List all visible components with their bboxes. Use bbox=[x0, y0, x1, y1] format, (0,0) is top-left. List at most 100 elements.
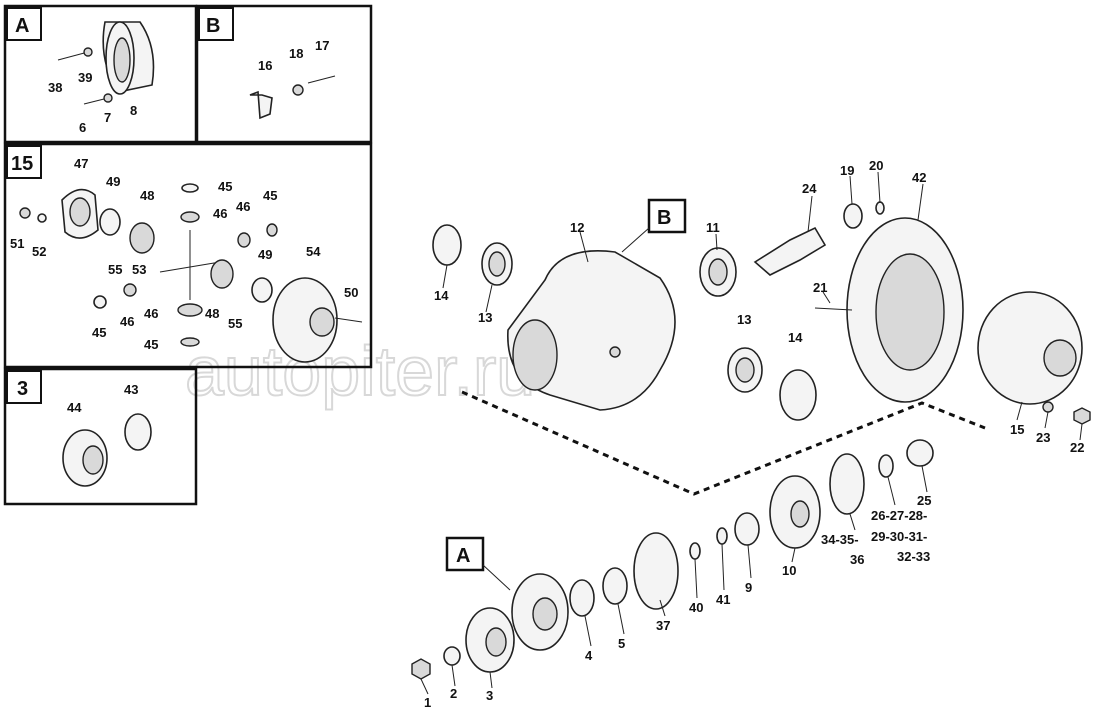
panel-b-label: 18 bbox=[289, 46, 303, 61]
main-label: 14 bbox=[788, 330, 803, 345]
bearing-cage-icon bbox=[769, 475, 821, 549]
panel-15-tag-box bbox=[6, 145, 42, 179]
panel-a-tag-box bbox=[6, 7, 42, 41]
snap-ring-icon bbox=[716, 527, 728, 545]
panel-15-label: 49 bbox=[106, 174, 120, 189]
watermark-text: autopiter.ru bbox=[185, 332, 535, 410]
main-label: 29-30-31- bbox=[871, 529, 927, 544]
bolt-icon bbox=[57, 47, 113, 105]
spider-icon bbox=[159, 230, 221, 300]
main-label: 23 bbox=[1036, 430, 1050, 445]
main-label: 13 bbox=[737, 312, 751, 327]
panel-a-tag: A bbox=[15, 15, 29, 37]
panel-15: 15 47 49 48 45 46 bbox=[3, 142, 373, 369]
nut-icon bbox=[411, 658, 431, 680]
leader-lines bbox=[420, 171, 1083, 695]
main-label: 22 bbox=[1070, 440, 1084, 455]
callout-b: B bbox=[621, 198, 687, 253]
washer-icon bbox=[93, 295, 107, 309]
pinion-gear-icon bbox=[237, 232, 251, 248]
bearing-bore bbox=[488, 251, 506, 277]
panel-15-label: 45 bbox=[263, 188, 277, 203]
main-label: 19 bbox=[840, 163, 854, 178]
panel-a-label: 6 bbox=[79, 120, 86, 135]
main-label: 11 bbox=[706, 220, 720, 235]
main-label: 1 bbox=[424, 695, 431, 710]
seal-icon bbox=[602, 567, 628, 605]
main-label: 2 bbox=[450, 686, 457, 701]
panel-3-tag-box bbox=[6, 370, 42, 404]
main-label: 34-35- bbox=[821, 532, 859, 547]
bearing-bore bbox=[735, 357, 755, 383]
pinion-gear-icon bbox=[180, 211, 200, 223]
crown-wheel-icon bbox=[846, 217, 964, 403]
adjusting-ring-icon bbox=[779, 369, 817, 421]
panel-a-label: 38 bbox=[48, 80, 62, 95]
panel-15-frame bbox=[3, 142, 373, 369]
seal-icon bbox=[432, 224, 462, 266]
washer-icon bbox=[181, 183, 199, 193]
shim-pack-icon bbox=[829, 453, 865, 515]
companion-flange-icon bbox=[62, 429, 108, 487]
panel-3-label: 44 bbox=[67, 400, 82, 415]
main-label: 37 bbox=[656, 618, 670, 633]
o-ring-icon bbox=[689, 542, 701, 560]
panel-b-frame bbox=[195, 4, 373, 144]
main-label: 41 bbox=[716, 592, 730, 607]
panel-15-label: 55 bbox=[108, 262, 122, 277]
differential-case-half-icon bbox=[272, 277, 338, 363]
thrust-washer-icon bbox=[99, 208, 121, 236]
side-gear-icon bbox=[210, 259, 234, 289]
main-label: 12 bbox=[570, 220, 584, 235]
panel-15-label: 51 bbox=[10, 236, 24, 251]
panel-15-label: 52 bbox=[32, 244, 46, 259]
assembly-dashed-line bbox=[461, 390, 986, 496]
bearing-icon bbox=[734, 512, 760, 546]
bolt-icon bbox=[307, 75, 336, 84]
panel-b-tag-box bbox=[198, 7, 234, 41]
panel-15-label: 54 bbox=[306, 244, 321, 259]
panel-3-tag: 3 bbox=[17, 378, 28, 400]
bracket-icon bbox=[249, 90, 273, 120]
panel-15-tag: 15 bbox=[11, 153, 33, 175]
pinion-shaft-icon bbox=[753, 226, 827, 276]
panel-15-label: 48 bbox=[140, 188, 154, 203]
pinion-gear-icon bbox=[177, 303, 203, 317]
main-label: 3 bbox=[486, 688, 493, 703]
main-label: 10 bbox=[782, 563, 796, 578]
washer-icon bbox=[123, 283, 137, 297]
panel-15-label: 50 bbox=[344, 285, 358, 300]
panel-3: 3 43 44 bbox=[3, 367, 198, 506]
panel-b-tag: B bbox=[206, 15, 220, 37]
side-gear-icon bbox=[129, 222, 155, 254]
main-label: 36 bbox=[850, 552, 864, 567]
washer-icon bbox=[1042, 401, 1054, 413]
main-label: 5 bbox=[618, 636, 625, 651]
washer-icon bbox=[266, 223, 278, 237]
main-label: 20 bbox=[869, 158, 883, 173]
carrier-housing-icon bbox=[507, 250, 676, 411]
bearing-bore bbox=[708, 258, 728, 286]
main-label: 15 bbox=[1010, 422, 1024, 437]
main-label: 40 bbox=[689, 600, 703, 615]
nut-icon bbox=[1073, 407, 1091, 425]
differential-case-icon bbox=[61, 188, 99, 239]
panel-b-label: 16 bbox=[258, 58, 272, 73]
panel-a-label: 39 bbox=[78, 70, 92, 85]
companion-flange-icon bbox=[465, 607, 515, 673]
panel-15-label: 45 bbox=[144, 337, 158, 352]
panel-a-label: 8 bbox=[130, 103, 137, 118]
snap-ring-icon bbox=[875, 201, 885, 215]
nut-icon bbox=[19, 207, 31, 219]
callout-b-tag: B bbox=[657, 207, 671, 229]
panel-a: A 38 39 6 7 8 bbox=[3, 4, 198, 144]
main-label: 25 bbox=[917, 493, 931, 508]
panel-15-label: 48 bbox=[205, 306, 219, 321]
flange-icon bbox=[102, 21, 155, 95]
panel-b: B 16 18 17 bbox=[195, 4, 373, 144]
main-label: 13 bbox=[478, 310, 492, 325]
panel-3-label: 43 bbox=[124, 382, 138, 397]
flange-cover-icon bbox=[511, 573, 569, 651]
thrust-washer-icon bbox=[251, 277, 273, 303]
panel-15-label: 45 bbox=[92, 325, 106, 340]
